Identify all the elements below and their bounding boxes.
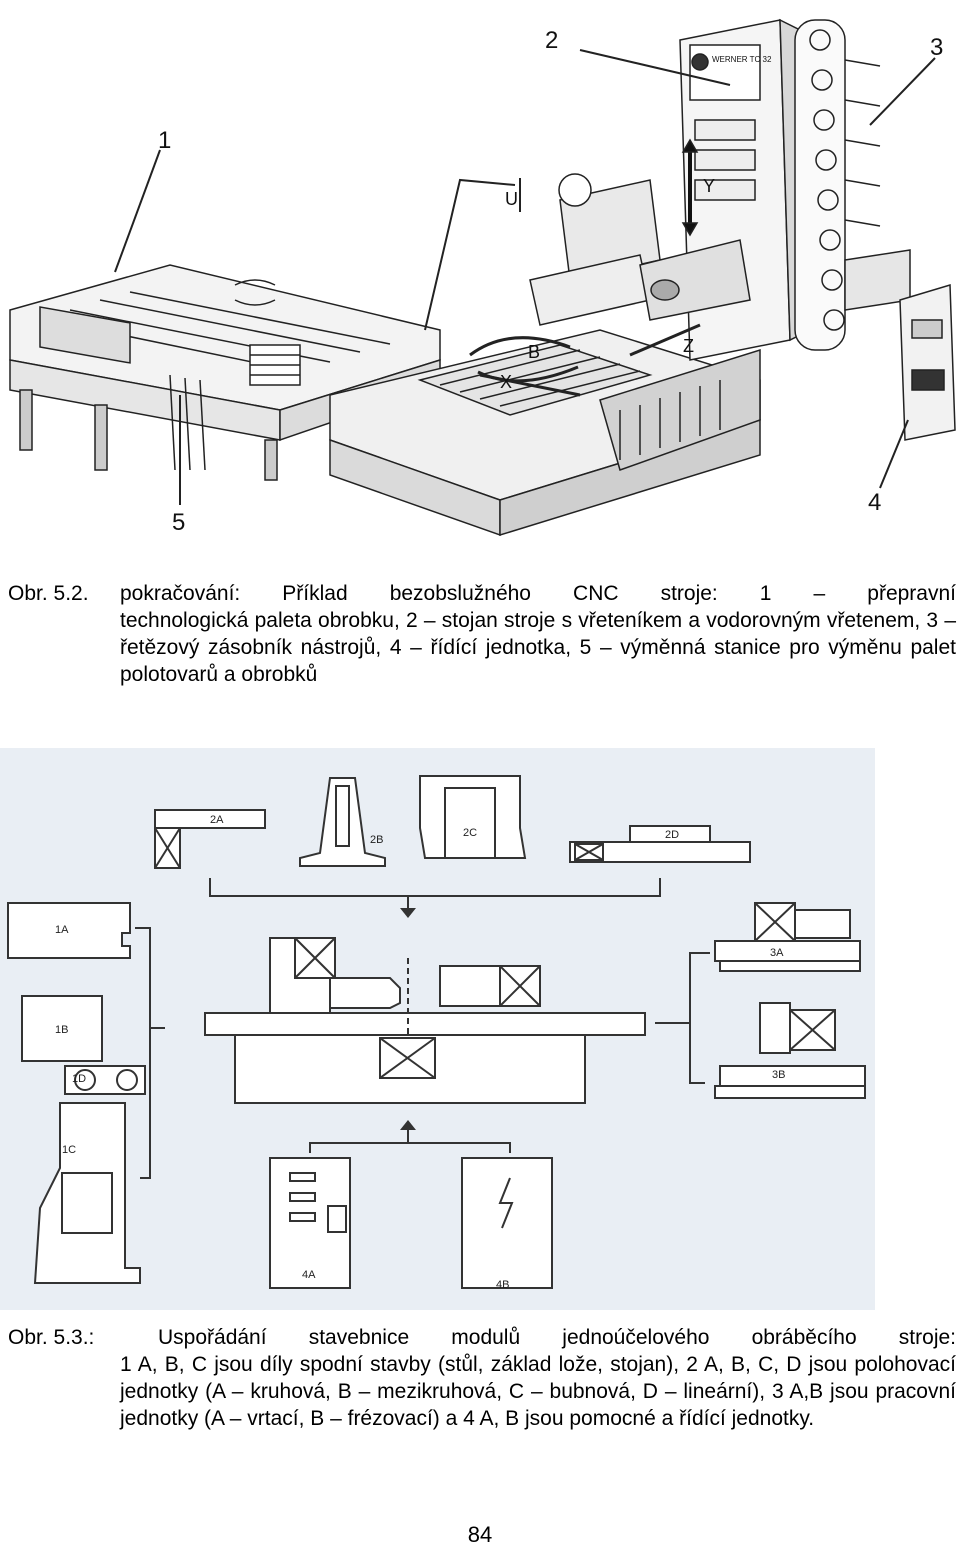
- module-1B: [21, 995, 103, 1062]
- label-1D: 1D: [72, 1073, 86, 1085]
- caption-text-first: Uspořádání stavebnice modulů jednoúčelov…: [158, 1326, 956, 1349]
- control-unit-drawing: [899, 284, 956, 441]
- caption-fig-5-3: Obr. 5.3.: Uspořádání stavebnice modulů …: [8, 1324, 956, 1432]
- label-1A: 1A: [55, 924, 69, 936]
- label-3A: 3A: [770, 947, 784, 959]
- label-4B: 4B: [496, 1279, 509, 1291]
- label-3B: 3B: [772, 1069, 785, 1081]
- figure-module-diagram: 2A 2B 2C 2D 1A 1B 1D 1C 3A 3B 4A 4B: [0, 748, 880, 1310]
- machine-column-drawing: [529, 18, 811, 361]
- module-2D: [569, 825, 751, 863]
- label-4A: 4A: [302, 1269, 316, 1281]
- caption-text-rest: 1 A, B, C jsou díly spodní stavby (stůl,…: [120, 1353, 956, 1430]
- module-1A: [7, 902, 131, 959]
- callout-3: 3: [930, 34, 943, 61]
- label-2C: 2C: [463, 827, 477, 839]
- module-3A: [714, 902, 861, 972]
- center-assembly: [204, 937, 646, 1104]
- figure-cnc-machine: 1 2 3 4 5 U Y B Z X WERNER TC 32: [0, 0, 960, 555]
- label-2D: 2D: [665, 829, 679, 841]
- module-2B: [299, 777, 386, 867]
- caption-fig-5-2: Obr. 5.2. pokračování: Příklad bezobsluž…: [8, 580, 956, 688]
- module-4A: [269, 1157, 351, 1289]
- axis-x: X: [500, 372, 512, 392]
- label-1B: 1B: [55, 1024, 68, 1036]
- module-1C: [33, 1102, 141, 1284]
- module-3B: [714, 1002, 866, 1099]
- tool-magazine-drawing: [794, 19, 911, 351]
- label-2A: 2A: [210, 814, 224, 826]
- label-1C: 1C: [62, 1144, 76, 1156]
- axis-u: U: [505, 189, 518, 209]
- caption-label: Obr. 5.2.: [8, 582, 89, 605]
- callout-4: 4: [868, 489, 881, 516]
- module-4B: [461, 1157, 553, 1289]
- caption-text-first: pokračování: Příklad bezobslužného CNC s…: [120, 582, 956, 605]
- callout-5: 5: [172, 509, 185, 536]
- callout-1: 1: [158, 127, 171, 154]
- axis-b: B: [528, 342, 540, 362]
- module-2C: [419, 775, 527, 859]
- axis-y: Y: [703, 176, 715, 196]
- caption-text-rest: technologická paleta obrobku, 2 – stojan…: [120, 609, 956, 686]
- module-1D: [64, 1065, 146, 1095]
- caption-label: Obr. 5.3.:: [8, 1326, 95, 1349]
- axis-z: Z: [683, 336, 694, 356]
- module-2A: [154, 809, 266, 869]
- callout-2: 2: [545, 27, 558, 54]
- machine-badge: WERNER TC 32: [712, 55, 772, 64]
- label-2B: 2B: [370, 834, 383, 846]
- page-number: 84: [467, 1522, 493, 1547]
